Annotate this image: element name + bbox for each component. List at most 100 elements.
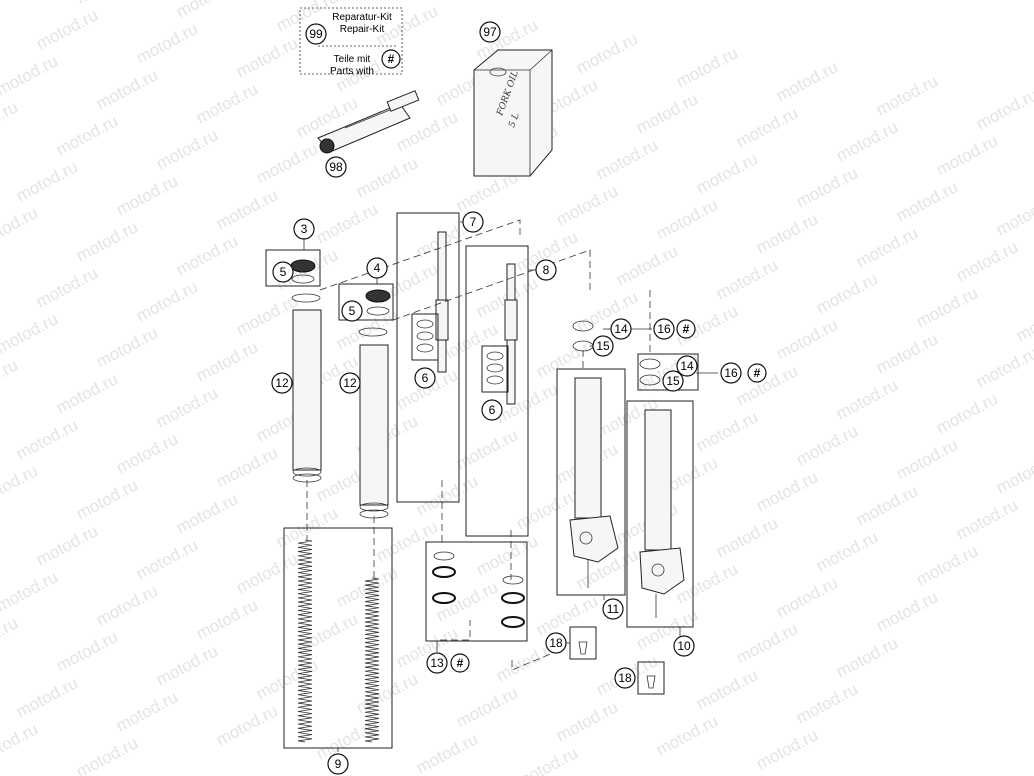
watermark-text: motod.ru — [53, 111, 121, 159]
watermark-text: motod.ru — [373, 517, 441, 565]
watermark-text: motod.ru — [73, 0, 141, 8]
watermark-text: motod.ru — [453, 683, 521, 731]
watermark-text: motod.ru — [0, 249, 1, 297]
callout-label-c11: 11 — [607, 602, 620, 616]
callout-h13: # — [450, 653, 470, 673]
watermark-text: motod.ru — [773, 57, 841, 105]
watermark-text: motod.ru — [773, 315, 841, 363]
watermark-text: motod.ru — [13, 157, 81, 205]
callout-h16b: # — [747, 363, 767, 383]
seal-kit-box-13 — [425, 541, 528, 642]
callout-label-h16b: # — [754, 366, 761, 380]
callout-c16a: 16 — [653, 318, 675, 340]
lower-leg-right — [639, 409, 685, 618]
watermark-text: motod.ru — [813, 269, 881, 317]
watermark-text: motod.ru — [453, 425, 521, 473]
callout-c15a: 15 — [592, 335, 614, 357]
callout-label-c9: 9 — [335, 757, 342, 771]
callout-label-c16b: 16 — [724, 366, 738, 380]
grease-tube-part-98 — [317, 90, 420, 154]
fork-oil-can-part-97: FORK OIL 5 L — [473, 49, 553, 177]
watermark-text: motod.ru — [873, 329, 941, 377]
watermark-text: motod.ru — [593, 135, 661, 183]
callout-c12b: 12 — [339, 372, 361, 394]
callout-c18b: 18 — [614, 667, 636, 689]
watermark-text: motod.ru — [13, 673, 81, 721]
watermark-text: motod.ru — [13, 415, 81, 463]
callout-c10: 10 — [673, 635, 695, 657]
watermark-text: motod.ru — [773, 573, 841, 621]
watermark-text: motod.ru — [993, 449, 1034, 497]
watermark-text: motod.ru — [0, 719, 41, 767]
lower-leg-box-11 — [556, 368, 626, 596]
callout-label-c6a: 6 — [422, 371, 429, 385]
watermark-text: motod.ru — [853, 481, 921, 529]
callout-c18a: 18 — [545, 632, 567, 654]
callout-label-c16a: 16 — [657, 322, 671, 336]
watermark-text: motod.ru — [713, 255, 781, 303]
watermark-text: motod.ru — [853, 223, 921, 271]
callout-label-c14b: 14 — [680, 359, 694, 373]
watermark-text: motod.ru — [933, 131, 1001, 179]
watermark-text: motod.ru — [0, 507, 1, 555]
watermark-text: motod.ru — [0, 309, 61, 357]
watermark-text: motod.ru — [693, 407, 761, 455]
watermark-text: motod.ru — [973, 85, 1034, 133]
outer-tube-left — [291, 293, 322, 483]
watermark-text: motod.ru — [873, 71, 941, 119]
watermark-text: motod.ru — [193, 595, 261, 643]
callout-label-c12a: 12 — [275, 376, 289, 390]
callout-label-h13: # — [457, 656, 464, 670]
seal-kit-box-6a — [411, 313, 439, 361]
watermark-text: motod.ru — [513, 743, 581, 776]
callout-c5b: 5 — [341, 300, 363, 322]
watermark-text: motod.ru — [913, 283, 981, 331]
watermark-text: motod.ru — [873, 587, 941, 635]
watermark-text: motod.ru — [653, 195, 721, 243]
watermark-text: motod.ru — [693, 149, 761, 197]
watermark-text: motod.ru — [53, 627, 121, 675]
watermark-text: motod.ru — [353, 669, 421, 717]
seal-kit-box-6b — [481, 345, 509, 393]
watermark-text: motod.ru — [733, 361, 801, 409]
watermark-text: motod.ru — [73, 733, 141, 776]
watermark-text: motod.ru — [333, 563, 401, 611]
watermark-text: motod.ru — [433, 577, 501, 625]
watermark-text: motod.ru — [0, 203, 41, 251]
watermark-text: motod.ru — [953, 237, 1021, 285]
watermark-text: motod.ru — [413, 729, 481, 776]
watermark-text: motod.ru — [313, 715, 381, 763]
watermark-text: motod.ru — [73, 475, 141, 523]
watermark-text: motod.ru — [353, 153, 421, 201]
lower-leg-left — [569, 377, 619, 588]
watermark-text: motod.ru — [0, 0, 1, 40]
repair-kit-legend: Reparatur-Kit Repair-Kit Teile mit Parts… — [299, 7, 403, 77]
watermark-text: motod.ru — [0, 97, 21, 145]
watermark-text: motod.ru — [193, 79, 261, 127]
watermark-text: motod.ru — [33, 521, 101, 569]
callout-label-c14a: 14 — [614, 322, 628, 336]
watermark-text: motod.ru — [33, 263, 101, 311]
callout-label-c15b: 15 — [666, 374, 680, 388]
watermark-text: motod.ru — [613, 241, 681, 289]
watermark-text: motod.ru — [253, 139, 321, 187]
watermark-text: motod.ru — [553, 697, 621, 745]
watermark-text: motod.ru — [793, 679, 861, 727]
cartridge-8 — [504, 263, 518, 405]
callout-c14b: 14 — [676, 355, 698, 377]
watermark-text: motod.ru — [793, 421, 861, 469]
watermark-text: motod.ru — [713, 513, 781, 561]
watermark-text: motod.ru — [73, 217, 141, 265]
parts-with-hash-symbol: # — [388, 52, 395, 66]
watermark-text: motod.ru — [893, 435, 961, 483]
callout-label-c18b: 18 — [618, 671, 632, 685]
watermark-text: motod.ru — [0, 461, 41, 509]
callout-c14a: 14 — [610, 318, 632, 340]
watermark-text: motod.ru — [833, 633, 901, 681]
watermark-text: motod.ru — [953, 495, 1021, 543]
watermark-text: motod.ru — [933, 389, 1001, 437]
watermark-text: motod.ru — [153, 125, 221, 173]
watermark-text: motod.ru — [53, 369, 121, 417]
watermark-text: motod.ru — [113, 687, 181, 735]
watermark-text: motod.ru — [693, 665, 761, 713]
